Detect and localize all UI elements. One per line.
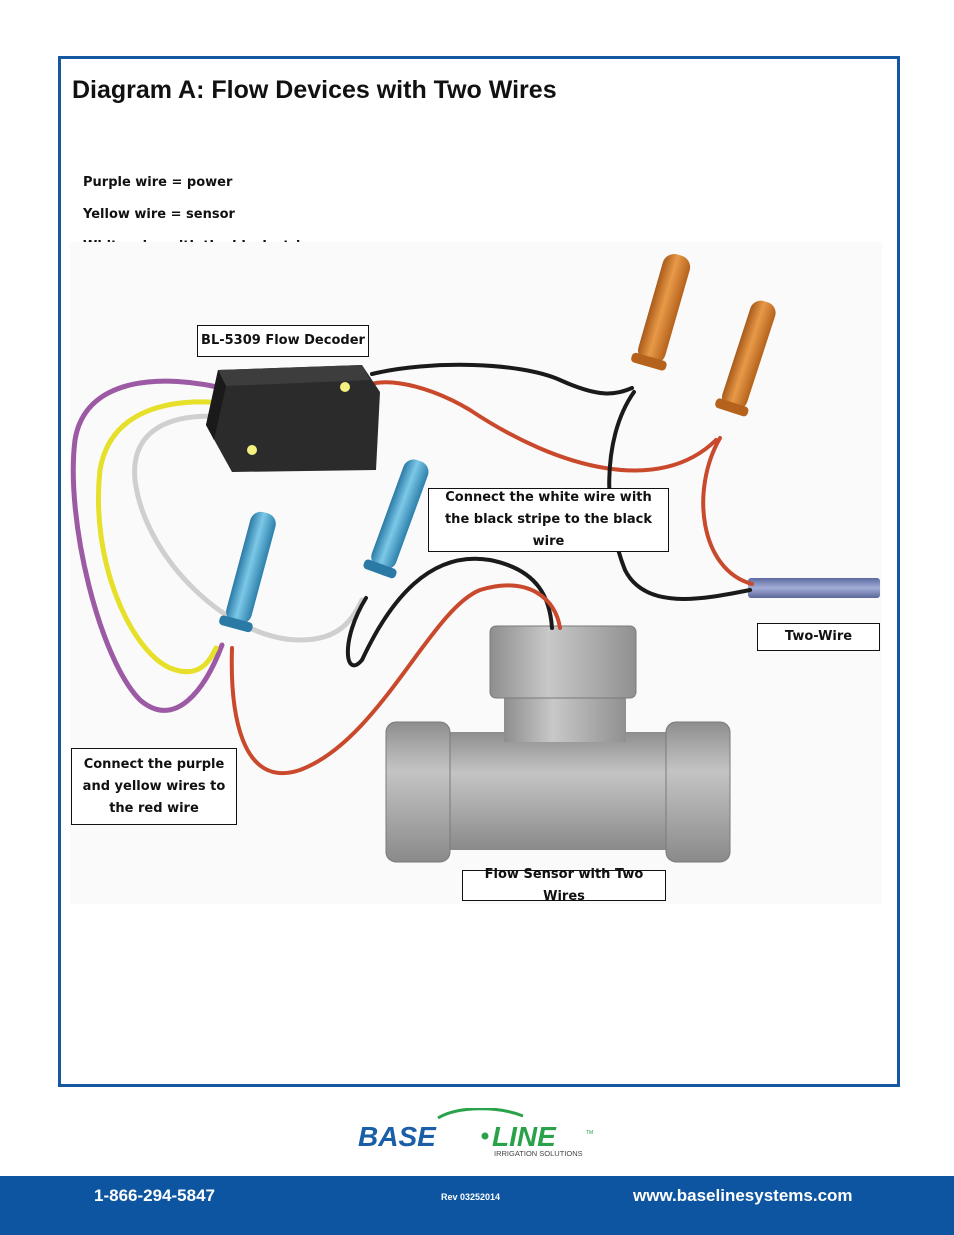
baseline-logo: BASE LINE TM IRRIGATION SOLUTIONS: [358, 1108, 593, 1158]
flow-sensor: [385, 625, 731, 863]
label-purple-yellow-to-red: Connect the purple and yellow wires to t…: [71, 748, 237, 825]
orange-wire-nut: [715, 300, 776, 417]
label-two-wire: Two-Wire: [757, 623, 880, 651]
orange-wire-nut: [631, 254, 691, 371]
svg-text:BASE: BASE: [358, 1121, 437, 1152]
flow-decoder-box: [206, 365, 380, 472]
svg-text:IRRIGATION SOLUTIONS: IRRIGATION SOLUTIONS: [494, 1149, 583, 1158]
decoder-led-icon: [247, 445, 257, 455]
svg-text:TM: TM: [586, 1130, 593, 1136]
label-white-to-black: Connect the white wire with the black st…: [428, 488, 669, 552]
blue-wire-nut: [363, 459, 429, 579]
legend-purple: Purple wire = power: [83, 175, 233, 190]
page-title: Diagram A: Flow Devices with Two Wires: [72, 76, 557, 104]
legend-yellow: Yellow wire = sensor: [83, 207, 235, 222]
footer-bar: 1-866-294-5847 Rev 03252014 www.baseline…: [0, 1176, 954, 1235]
diagram-frame: [58, 56, 900, 1087]
decoder-led-icon: [340, 382, 350, 392]
blue-wire-nut: [219, 511, 276, 633]
revision-label: Rev 03252014: [441, 1192, 501, 1202]
label-flow-decoder: BL-5309 Flow Decoder: [197, 325, 369, 357]
website-link[interactable]: www.baselinesystems.com: [633, 1186, 853, 1205]
two-wire-cable: [748, 578, 880, 598]
svg-text:LINE: LINE: [492, 1121, 557, 1152]
phone-number: 1-866-294-5847: [94, 1186, 215, 1205]
wires: [70, 362, 754, 775]
label-flow-sensor: Flow Sensor with Two Wires: [462, 867, 666, 904]
